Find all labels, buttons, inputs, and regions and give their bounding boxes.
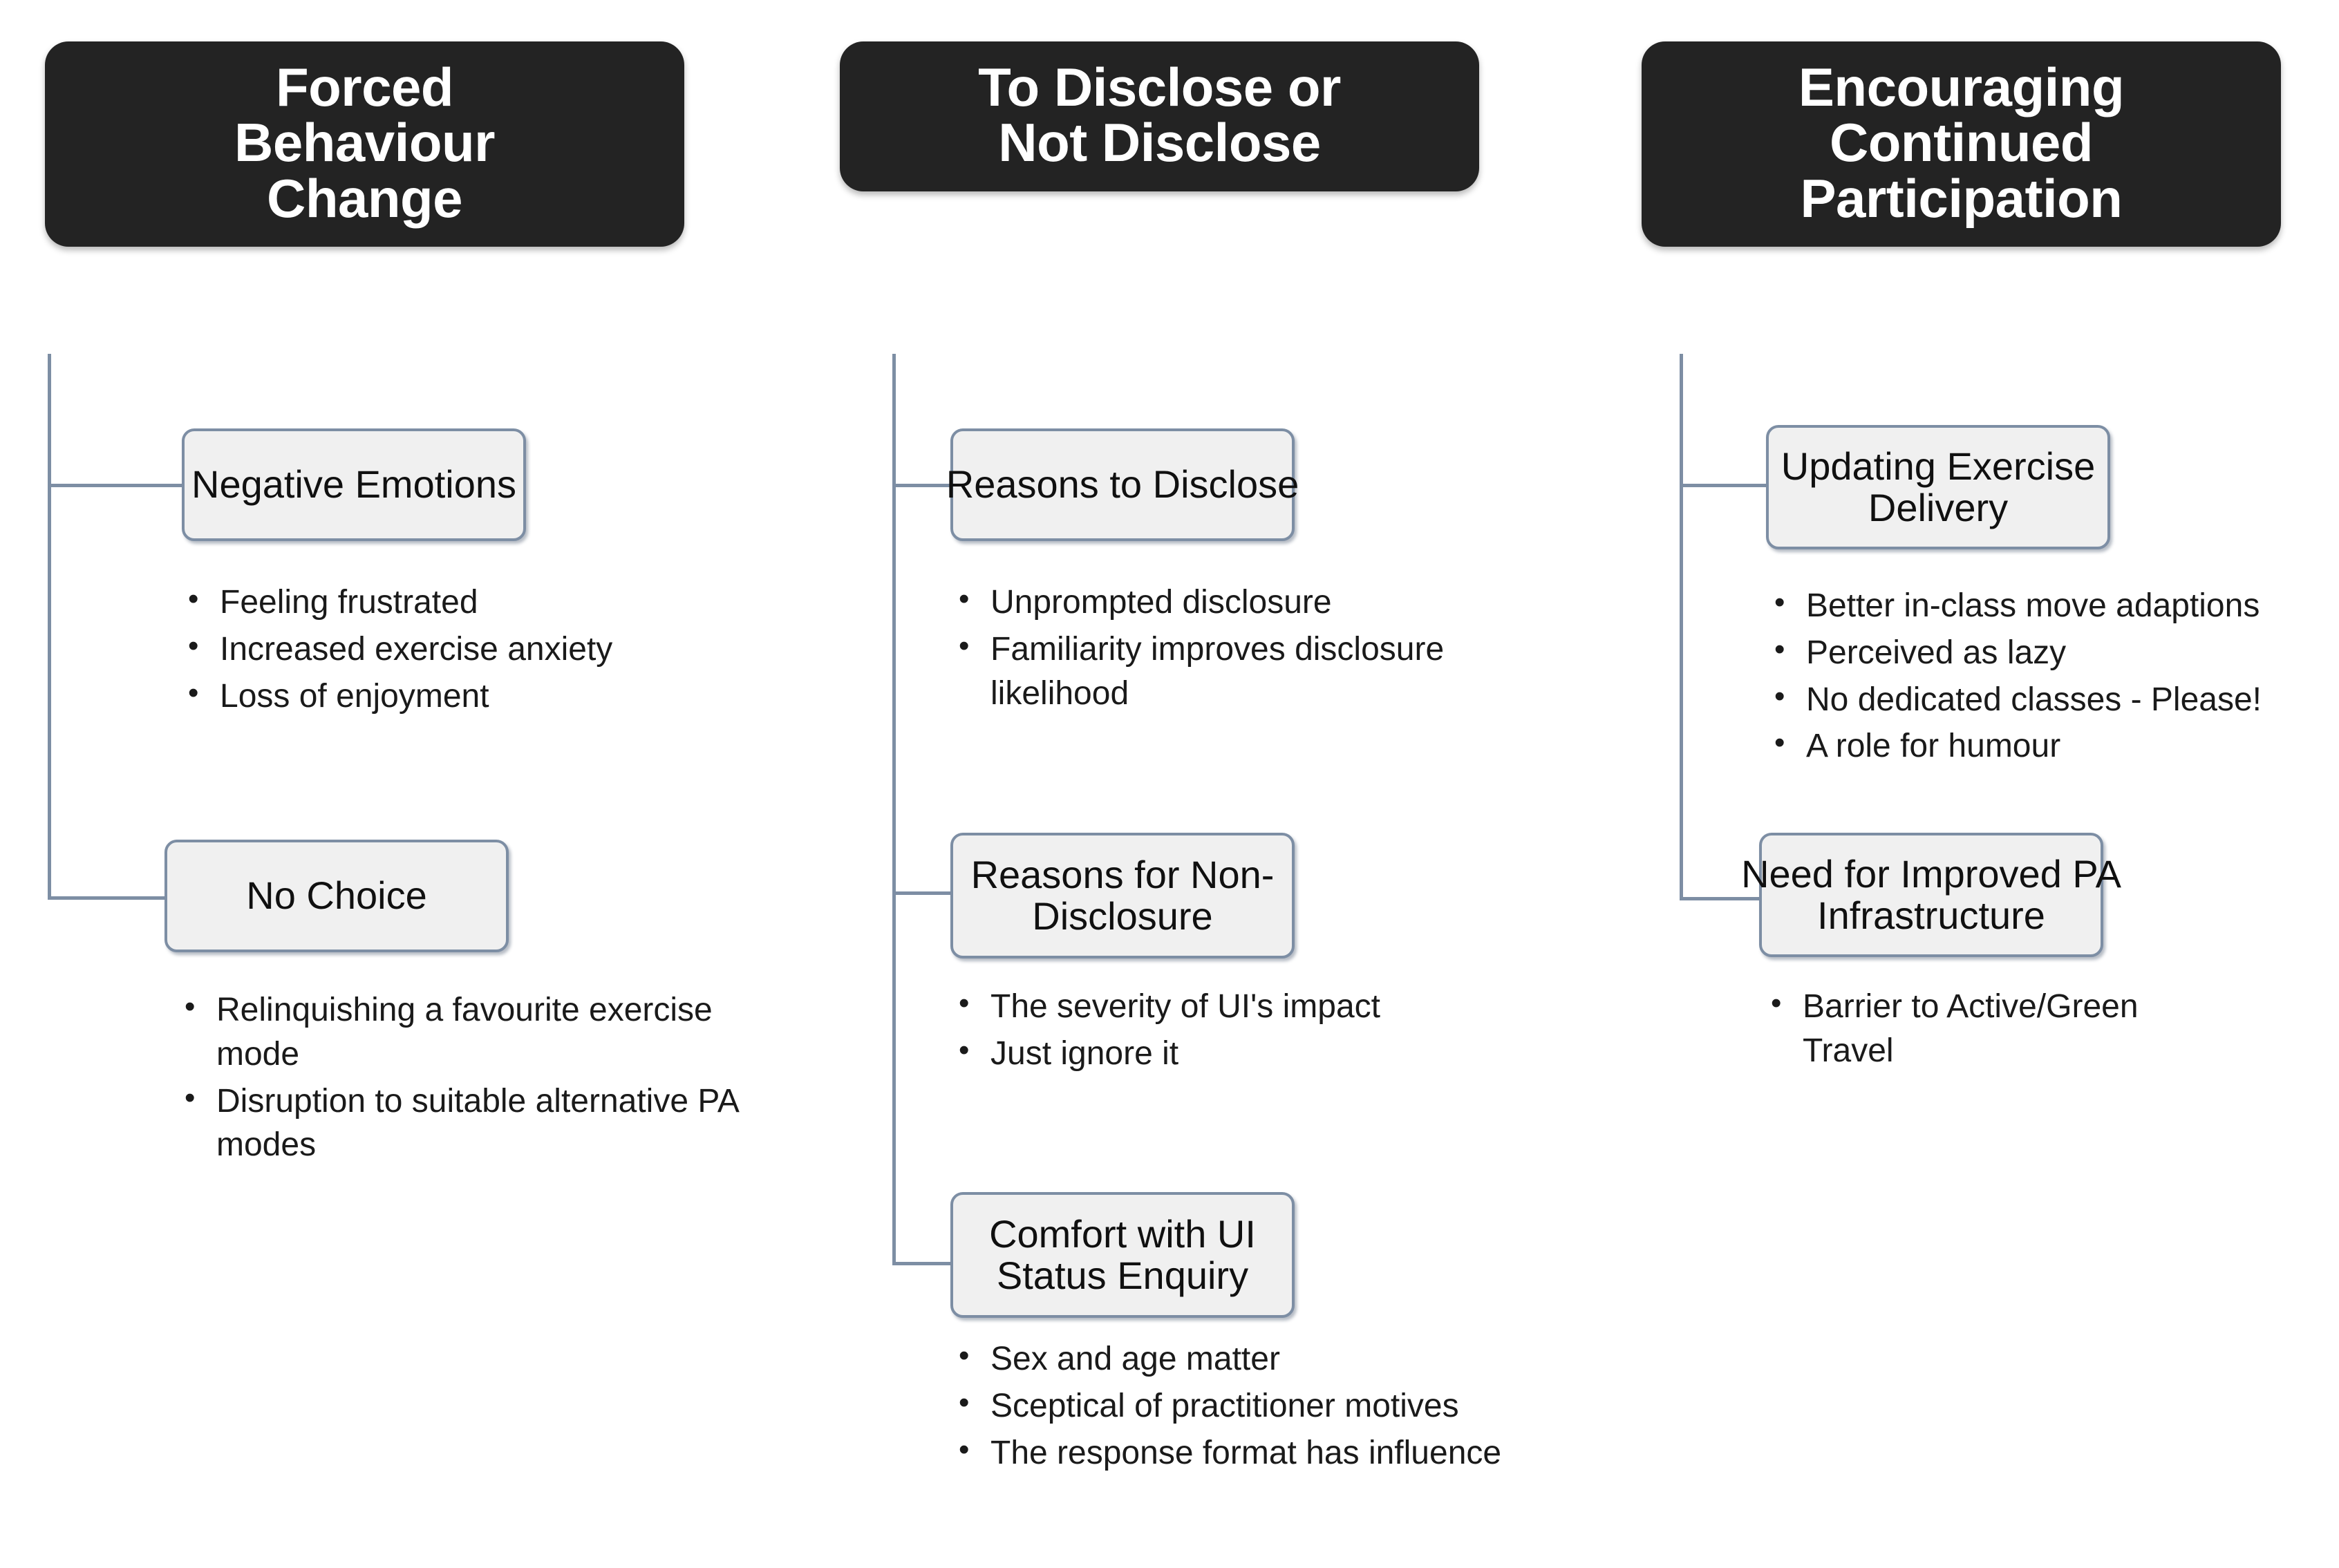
connector-stub-1-2: [48, 896, 165, 900]
connector-stub-1-1: [48, 484, 182, 487]
subtheme-node-line: Reasons to Disclose: [946, 462, 1299, 507]
theme-header-line: Forced: [275, 57, 454, 117]
bullet-item: Relinquishing a favourite exercise mode: [176, 987, 788, 1077]
connector-trunk-3: [1680, 354, 1683, 900]
bullet-item: Perceived as lazy: [1766, 630, 2339, 675]
subtheme-node-line: Disclosure: [1032, 894, 1213, 938]
subtheme-bullet-list-1-2: Relinquishing a favourite exercise modeD…: [176, 987, 788, 1170]
theme-header-line: Change: [266, 167, 463, 229]
bullet-item: Disruption to suitable alternative PA mo…: [176, 1078, 788, 1168]
theme-header-line: Participation: [1800, 167, 2123, 229]
connector-trunk-1: [48, 354, 51, 898]
subtheme-node-label: Reasons for Non-Disclosure: [970, 852, 1275, 938]
subtheme-node-line: Infrastructure: [1817, 894, 2045, 937]
subtheme-node-line: Reasons for Non-: [970, 852, 1275, 896]
subtheme-node-line: Comfort with UI: [989, 1211, 1256, 1256]
bullet-item: The severity of UI's impact: [950, 983, 1572, 1029]
subtheme-node-label: Negative Emotions: [191, 462, 517, 507]
bullet-item: Familiarity improves disclosure likeliho…: [950, 626, 1572, 716]
subtheme-node-1-1[interactable]: Negative Emotions: [182, 428, 526, 541]
subtheme-bullet-list-2-3: Sex and age matterSceptical of practitio…: [950, 1336, 1572, 1477]
subtheme-node-1-2[interactable]: No Choice: [165, 840, 509, 952]
subtheme-bullet-list-1-1: Feeling frustratedIncreased exercise anx…: [180, 579, 802, 721]
subtheme-node-label: No Choice: [246, 873, 427, 918]
subtheme-bullet-list-2-1: Unprompted disclosureFamiliarity improve…: [950, 579, 1572, 718]
subtheme-node-2-1[interactable]: Reasons to Disclose: [946, 428, 1299, 541]
bullet-item: Sex and age matter: [950, 1336, 1572, 1381]
subtheme-node-line: No Choice: [246, 873, 427, 918]
bullet-item: Loss of enjoyment: [180, 673, 802, 719]
bullet-item: Unprompted disclosure: [950, 579, 1572, 625]
subtheme-bullet-list-2-2: The severity of UI's impactJust ignore i…: [950, 983, 1572, 1079]
theme-header-line: Encouraging: [1798, 57, 2125, 117]
connector-stub-2-3: [892, 1262, 950, 1265]
bullet-item: Feeling frustrated: [180, 579, 802, 625]
theme-header-line: Continued: [1829, 112, 2094, 173]
subtheme-node-line: Negative Emotions: [191, 462, 517, 507]
subtheme-bullet-list-3-2: Barrier to Active/Green Travel: [1763, 983, 2205, 1076]
subtheme-node-line: Status Enquiry: [996, 1254, 1249, 1297]
connector-stub-2-1: [892, 484, 950, 487]
theme-header-line: Not Disclose: [998, 112, 1321, 173]
bullet-item: Sceptical of practitioner motives: [950, 1383, 1572, 1428]
bullet-item: Just ignore it: [950, 1030, 1572, 1076]
bullet-item: Increased exercise anxiety: [180, 626, 802, 672]
subtheme-node-label: Reasons to Disclose: [946, 462, 1299, 507]
bullet-item: Better in-class move adaptions: [1766, 583, 2339, 628]
bullet-item: The response format has influence: [950, 1430, 1572, 1475]
subtheme-node-line: Need for Improved PA: [1741, 851, 2121, 896]
theme-header-line: To Disclose or: [978, 57, 1341, 117]
subtheme-bullet-list-3-1: Better in-class move adaptionsPerceived …: [1766, 583, 2339, 771]
connector-stub-3-2: [1680, 897, 1759, 900]
bullet-item: A role for humour: [1766, 723, 2339, 768]
subtheme-node-line: Delivery: [1868, 486, 2009, 529]
bullet-item: No dedicated classes - Please!: [1766, 677, 2339, 722]
bullet-item: Barrier to Active/Green Travel: [1763, 983, 2205, 1073]
connector-trunk-2: [892, 354, 896, 1265]
subtheme-node-line: Updating Exercise: [1781, 444, 2096, 488]
connector-stub-2-2: [892, 891, 950, 895]
connector-stub-3-1: [1680, 484, 1766, 487]
subtheme-node-2-2[interactable]: Reasons for Non-Disclosure: [950, 833, 1295, 958]
theme-header-line: Behaviour: [234, 112, 495, 173]
